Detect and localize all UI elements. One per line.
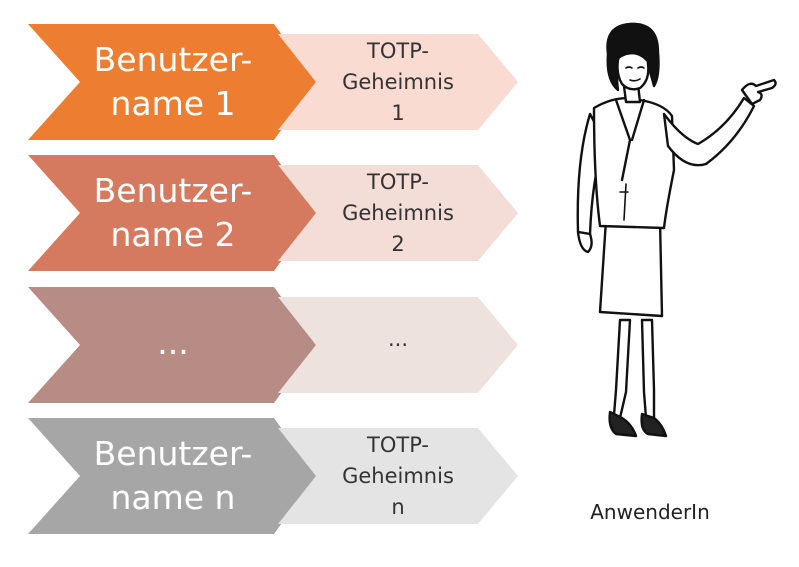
username-label-ellipsis: ... — [157, 323, 189, 362]
totp-secret-chevron-n — [278, 428, 518, 524]
businesswoman-pointing-icon — [576, 22, 777, 438]
totp-secret-label-1: TOTP- Geheimnis 1 — [342, 38, 454, 125]
totp-secret-label-2: TOTP- Geheimnis 2 — [342, 169, 454, 256]
totp-secret-label-ellipsis: ... — [387, 326, 409, 351]
totp-secret-chevron-1 — [278, 34, 518, 130]
username-label-n: Benutzer- name n — [93, 434, 253, 517]
totp-secret-chevron-2 — [278, 165, 518, 261]
totp-secret-chevron-ellipsis — [278, 297, 518, 393]
account-row-1: Benutzer- name 1 TOTP- Geheimnis 1 — [0, 24, 560, 140]
account-row-2: Benutzer- name 2 TOTP- Geheimnis 2 — [0, 155, 560, 271]
person-label: AnwenderIn — [590, 500, 710, 524]
totp-secret-label-n: TOTP- Geheimnis n — [342, 432, 454, 519]
account-row-ellipsis: ... ... — [0, 287, 560, 403]
account-row-n: Benutzer- name n TOTP- Geheimnis n — [0, 418, 560, 534]
username-label-2: Benutzer- name 2 — [93, 171, 253, 254]
username-label-1: Benutzer- name 1 — [93, 40, 253, 123]
